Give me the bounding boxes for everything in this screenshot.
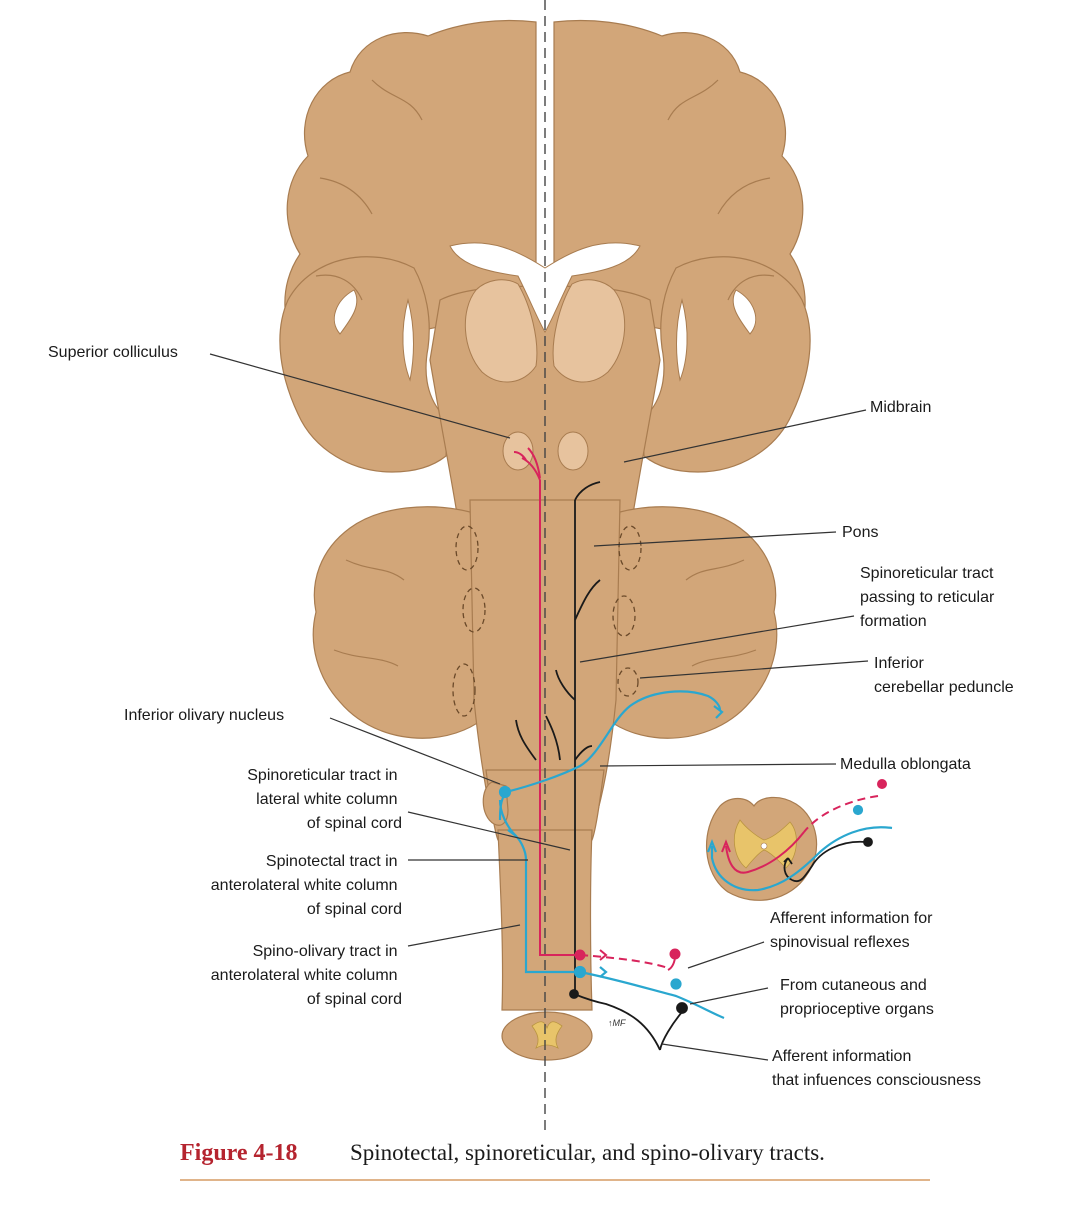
longitudinal-fissure <box>540 30 552 230</box>
spino-olivary-tract <box>498 690 893 1020</box>
label-spinoreticular-lateral: Spinoreticular tract in lateral white co… <box>247 767 402 832</box>
label-superior-colliculus: Superior colliculus <box>48 344 178 361</box>
label-cutaneous-proprioceptive: From cutaneous and proprioceptive organs <box>780 977 934 1018</box>
ventricles <box>333 242 757 382</box>
left-insular-cleft <box>402 298 414 382</box>
cerebellar-nuclei <box>452 525 642 717</box>
labels: Superior colliculus Midbrain Pons Spinor… <box>48 344 1014 1089</box>
label-pons: Pons <box>842 524 878 541</box>
label-spinotectal-anterolateral: Spinotectal tract in anterolateral white… <box>211 853 402 918</box>
left-temporal-horn <box>333 289 358 335</box>
label-afferent-consciousness: Afferent information that infuences cons… <box>772 1048 981 1089</box>
caption-text: Spinotectal, spinoreticular, and spino-o… <box>350 1140 825 1165</box>
spinotectal-tract <box>513 447 887 971</box>
label-spinoolivary-anterolateral: Spino-olivary tract in anterolateral whi… <box>211 943 402 1008</box>
label-inferior-cerebellar-peduncle: Inferior cerebellar peduncle <box>874 655 1014 696</box>
lateral-ventricles <box>449 242 641 333</box>
right-superior-colliculus <box>557 431 589 471</box>
left-cerebellar-hemisphere <box>312 506 489 739</box>
tiny-mark: ↑MF <box>608 1018 626 1028</box>
cerebral-sulci <box>315 79 775 667</box>
label-medulla-oblongata: Medulla oblongata <box>840 756 971 773</box>
left-temporal-lobe <box>279 256 449 473</box>
label-midbrain: Midbrain <box>870 399 931 416</box>
right-thalamus <box>552 279 626 383</box>
label-afferent-spinovisual: Afferent information for spinovisual ref… <box>770 910 937 951</box>
figure-caption: Figure 4-18 Spinotectal, spinoreticular,… <box>180 1140 930 1181</box>
caption-number: Figure 4-18 <box>180 1140 298 1166</box>
right-temporal-horn <box>732 289 757 335</box>
left-thalamus <box>464 279 538 383</box>
spinal-cord-cross-section <box>531 1021 563 1049</box>
label-spinoreticular-reticular: Spinoreticular tract passing to reticula… <box>860 565 999 630</box>
right-cerebellar-hemisphere <box>601 506 778 739</box>
label-inferior-olivary-nucleus: Inferior olivary nucleus <box>124 707 284 724</box>
leader-lines <box>209 353 869 1061</box>
spinoreticular-tract <box>515 481 873 1051</box>
thalami <box>464 279 626 383</box>
right-insular-cleft <box>676 298 688 382</box>
